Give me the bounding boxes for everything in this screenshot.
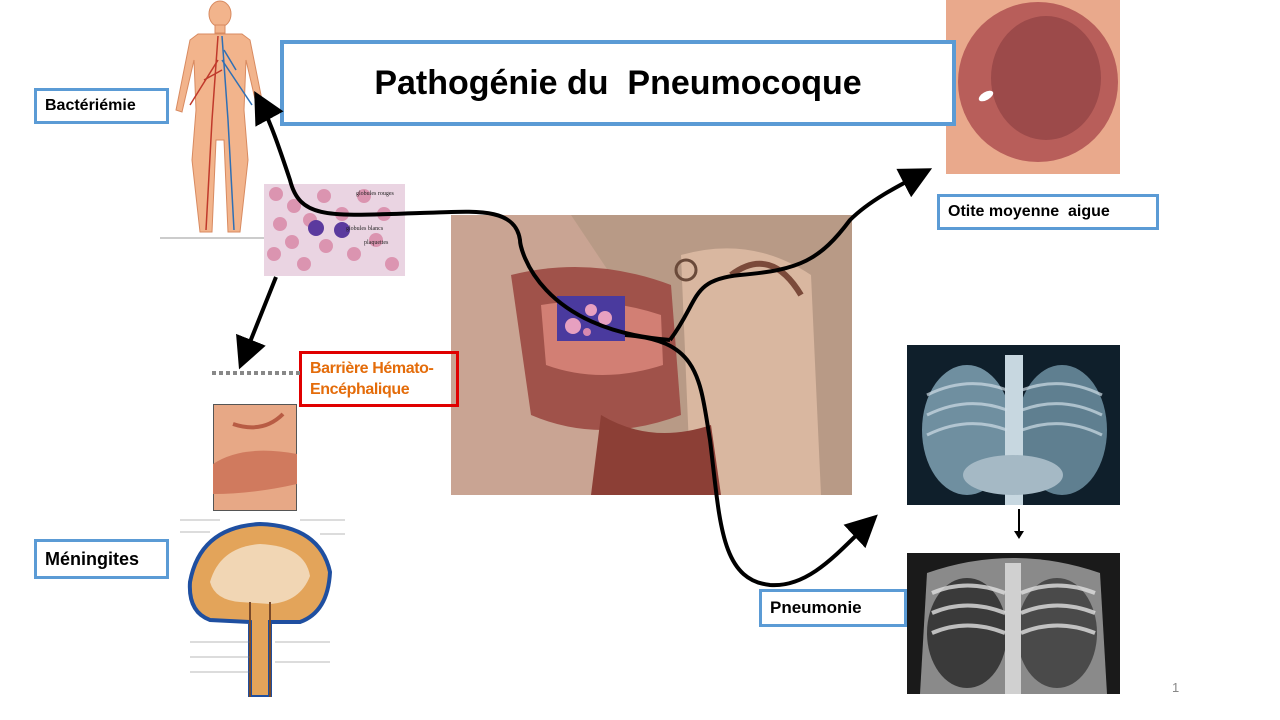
- blood-smear-image: globules rouges globules blancs plaquett…: [264, 184, 405, 276]
- slide-title: Pathogénie du Pneumocoque: [374, 63, 862, 102]
- blood-smear-label-red: globules rouges: [356, 191, 394, 197]
- arrow-to-bacteriemie: [254, 90, 671, 342]
- title-box: Pathogénie du Pneumocoque: [280, 40, 956, 126]
- arrow-to-meningites: [236, 276, 278, 370]
- blood-smear-label-platelets: plaquettes: [364, 240, 389, 246]
- bacteriemie-label: Bactériémie: [34, 88, 169, 124]
- arrow-to-otite: [668, 168, 933, 342]
- barriere-line2: Encéphalique: [310, 381, 410, 398]
- meningites-text: Méningites: [45, 548, 140, 569]
- pneumonie-label: Pneumonie: [759, 589, 907, 627]
- blood-smear-label-white: globules blancs: [346, 226, 384, 232]
- pneumonie-text: Pneumonie: [770, 598, 862, 617]
- tympanic-membrane-image: [946, 0, 1120, 174]
- brain-sagittal-section: [180, 512, 345, 697]
- chest-xray-bottom: [907, 553, 1120, 694]
- nasopharynx-anatomy-image: [451, 215, 852, 495]
- barriere-hemato-encephalique-label: Barrière Hémato- Encéphalique: [299, 351, 459, 407]
- arrow-to-pneumonie: [624, 333, 878, 588]
- page-number: 1: [1172, 680, 1180, 695]
- otite-text: Otite moyenne aigue: [948, 203, 1110, 220]
- meninges-micrograph: [213, 404, 297, 511]
- chest-xray-top: [907, 345, 1120, 505]
- otite-label: Otite moyenne aigue: [937, 194, 1159, 230]
- circulatory-system-figure: [160, 0, 280, 239]
- bacteriemie-text: Bactériémie: [45, 97, 136, 114]
- barriere-line1: Barrière Hémato-: [310, 360, 434, 377]
- meningites-label: Méningites: [34, 539, 169, 579]
- pneumococcus-micrograph: [557, 296, 625, 341]
- down-arrow-icon: [1014, 509, 1024, 539]
